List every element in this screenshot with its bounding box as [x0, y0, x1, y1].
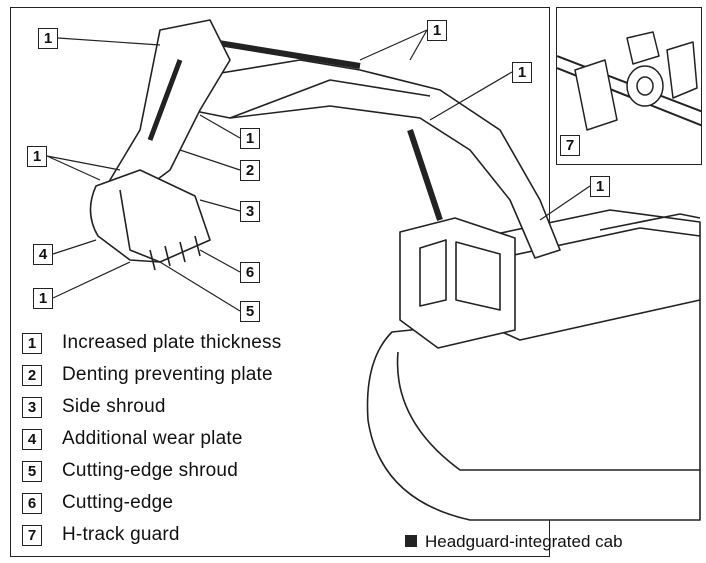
legend-label: Denting preventing plate: [62, 364, 273, 385]
callout-4: 4: [33, 244, 53, 265]
cab-note: Headguard-integrated cab: [405, 532, 623, 552]
callout-1: 1: [512, 62, 532, 83]
legend-number: 3: [22, 397, 42, 418]
cab-window-front: [455, 241, 501, 311]
callout-2: 2: [240, 160, 260, 181]
h-track-guard-illustration: [557, 31, 701, 131]
boom-cylinder: [407, 129, 443, 221]
legend-label: H-track guard: [62, 524, 180, 545]
callout-1: 1: [27, 146, 47, 167]
callout-1: 1: [590, 176, 610, 197]
bucket-side: [119, 189, 161, 263]
legend-number: 7: [22, 525, 42, 546]
legend-number: 5: [22, 461, 42, 482]
callout-3: 3: [240, 201, 260, 222]
callout-1: 1: [240, 128, 260, 149]
legend-label: Cutting-edge: [62, 492, 174, 513]
boom: [177, 59, 561, 259]
legend-number: 6: [22, 493, 42, 514]
crawler-track: [366, 299, 701, 521]
callout-1: 1: [38, 28, 58, 49]
legend-label: Increased plate thickness: [62, 332, 282, 353]
callout-1: 1: [33, 288, 53, 309]
legend-label: Cutting-edge shroud: [62, 460, 238, 481]
callout-5: 5: [240, 301, 260, 322]
cab-note-text: Headguard-integrated cab: [425, 532, 623, 551]
boom-top-edge: [229, 79, 431, 119]
legend-label: Side shroud: [62, 396, 166, 417]
bucket-cylinder: [147, 59, 183, 141]
engine-cover: [599, 213, 701, 231]
legend-label: Additional wear plate: [62, 428, 243, 449]
square-icon: [405, 535, 417, 547]
bucket: [89, 169, 211, 263]
legend-number: 4: [22, 429, 42, 450]
h-track-guard-inset: 7: [556, 7, 702, 165]
arm-cylinder: [199, 37, 361, 69]
legend-number: 1: [22, 333, 42, 354]
callout-1: 1: [427, 20, 447, 41]
arm: [109, 19, 231, 201]
bucket-teeth: [149, 235, 201, 271]
callout-6: 6: [240, 262, 260, 283]
track-inner: [396, 351, 700, 471]
cab-window-side: [419, 239, 447, 307]
legend-number: 2: [22, 365, 42, 386]
inset-label: 7: [560, 135, 580, 156]
